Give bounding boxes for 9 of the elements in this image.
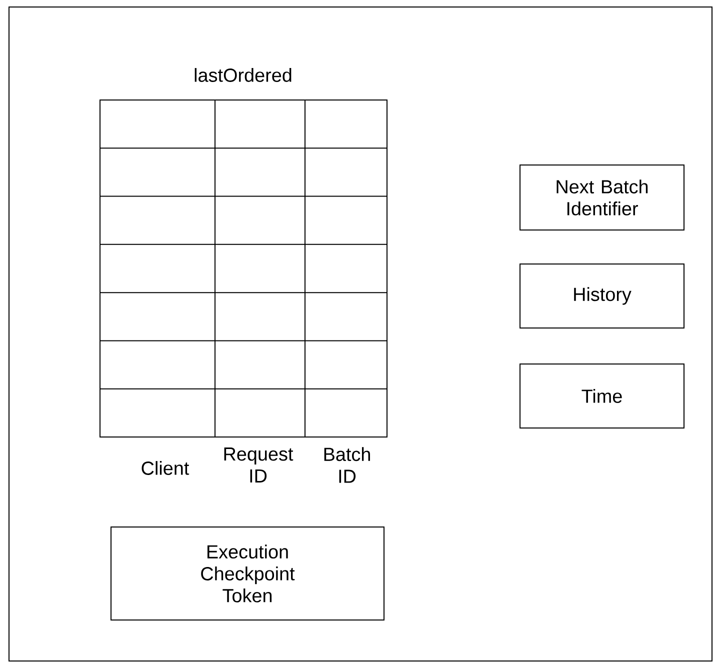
column-label: Request ID bbox=[224, 448, 294, 482]
text-box: Execution Checkpoint Token bbox=[110, 526, 384, 620]
text-box: Time bbox=[520, 364, 684, 428]
column-label: Batch ID bbox=[324, 447, 370, 483]
column-label: Client bbox=[142, 461, 190, 475]
text-box: History bbox=[520, 264, 684, 328]
table bbox=[100, 100, 388, 438]
table-title: lastOrdered bbox=[194, 68, 292, 82]
text-box: Next Batch Identifier bbox=[520, 164, 684, 230]
